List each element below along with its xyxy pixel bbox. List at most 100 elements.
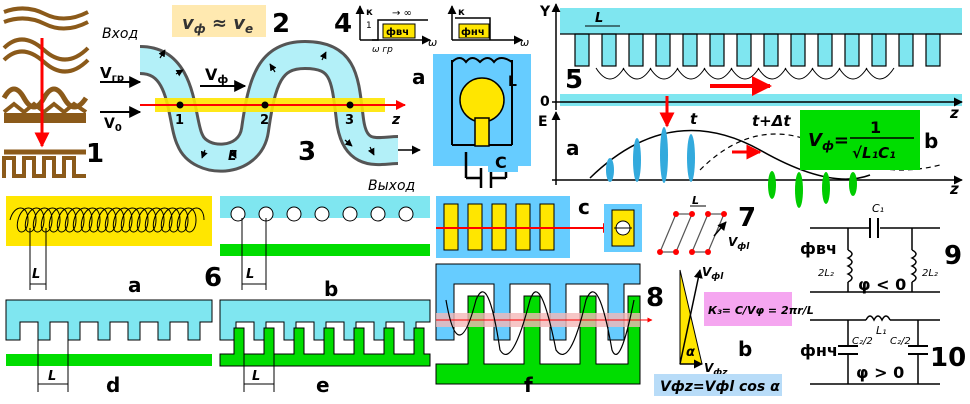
panel-5-letter-b: b xyxy=(924,129,938,153)
panel-7-helix: L Vфl 7 xyxy=(657,194,756,255)
panel-5-field-wave: E z a t t+Δt Vф= 1 √L₁C₁ b xyxy=(538,110,963,208)
v-fl-sub: фl xyxy=(737,242,750,252)
panel-a-resonator: a L C xyxy=(412,54,531,188)
z-axis-label-top: z xyxy=(949,104,959,122)
panel-8-number: 8 xyxy=(646,283,664,313)
k-label: к xyxy=(366,7,373,18)
panel-5-number: 5 xyxy=(565,65,583,95)
panel-1-number: 1 xyxy=(86,139,104,169)
point-3: 3 xyxy=(345,113,354,128)
panel-1-waveguide-profiles: 1 xyxy=(0,0,104,188)
bottom-formula: Vфz=Vфl cos α xyxy=(660,379,780,395)
panel-6-number: 6 xyxy=(204,263,222,293)
svg-text:Vгр: Vгр xyxy=(100,64,124,84)
panel-8-velocity-triangle: α Vфl Vфz 8 К₃= C/Vφ = 2πr/L b Vфz=Vфl c… xyxy=(646,265,814,396)
svg-text:Vф: Vф xyxy=(205,65,228,86)
hpf-l2a-label: 2L₂ xyxy=(818,268,834,279)
inf-label: → ∞ xyxy=(392,8,412,19)
panel-10-number: 10 xyxy=(930,343,966,373)
vf-formula-lhs: V xyxy=(808,130,824,151)
point-1: 1 xyxy=(175,113,184,128)
structure-letter-a: a xyxy=(128,273,142,297)
input-label: Вход xyxy=(102,26,138,42)
hpf-c1-label: C₁ xyxy=(872,202,884,215)
zero-label: 0 xyxy=(540,94,550,110)
e-field-label: E xyxy=(228,149,237,164)
formula-sub-f: ф xyxy=(194,22,206,36)
vf-sub: ф xyxy=(217,73,228,86)
vf-formula-eq: = xyxy=(834,130,849,151)
omega-label-1: ω xyxy=(428,36,437,49)
panel-10-lpf-circuit: фнч L₁ C₂/2 C₂/2 φ > 0 10 xyxy=(800,315,966,385)
vgr-label: V xyxy=(100,64,112,82)
v-l-label: V xyxy=(702,265,713,279)
field-lobes-blue xyxy=(606,127,695,183)
svg-text:Vфz: Vфz xyxy=(704,361,728,378)
lpf-c2a-label: C₂/2 xyxy=(852,336,873,347)
panel-2-number: 2 xyxy=(272,9,290,39)
vf-formula-den: √L₁C₁ xyxy=(852,144,896,162)
k-formula: К₃= C/Vφ = 2πr/L xyxy=(708,304,814,317)
panel-c-letter: c xyxy=(578,195,590,219)
helix-l-label: L xyxy=(692,194,699,207)
svg-text:vф ≈ ve: vф ≈ ve xyxy=(182,13,253,36)
k-label-2: к xyxy=(458,7,465,18)
structure-letter-e: e xyxy=(316,373,330,397)
lpf-phi-label: φ > 0 xyxy=(856,363,904,382)
omega-gr-label: ω гр xyxy=(372,45,393,55)
panel-6-slow-wave-structures: L a L b 6 L d L e f xyxy=(5,196,653,397)
panel-4-number: 4 xyxy=(334,9,352,39)
panel-7-number: 7 xyxy=(738,203,756,233)
panel-8-letter-b: b xyxy=(738,337,752,361)
svg-text:Vфl: Vфl xyxy=(702,265,724,282)
lpf-box-label: фнч xyxy=(461,26,485,38)
panel-5-comb-structure: Y 0 z L 5 xyxy=(539,3,963,128)
lpf-label: фнч xyxy=(800,341,838,360)
svg-text:V0: V0 xyxy=(104,116,122,134)
helix-period-l: L xyxy=(32,267,40,282)
panel-5-letter-a: a xyxy=(566,136,580,160)
structure-letter-f: f xyxy=(524,373,533,397)
z-axis-label: z xyxy=(391,112,401,128)
v0-label: V xyxy=(104,116,115,132)
z-axis-label-bottom: z xyxy=(949,180,959,198)
v-z-sub: фz xyxy=(713,368,728,378)
lpf-c2b-label: C₂/2 xyxy=(890,336,911,347)
b-period-l: L xyxy=(246,267,254,282)
resonator-letter-a: a xyxy=(412,65,426,89)
resonator-l-label: L xyxy=(508,74,517,90)
period-l-label: L xyxy=(595,11,603,26)
v-z-label: V xyxy=(704,361,715,375)
v-l-sub: фl xyxy=(711,272,724,282)
formula-v: v xyxy=(182,13,195,34)
vf-formula-num: 1 xyxy=(870,118,881,137)
d-period-l: L xyxy=(48,369,56,384)
omega-label-2: ω xyxy=(520,36,529,49)
formula-sub-e: e xyxy=(245,22,253,36)
panel-4-filter-responses: 4 фвч к 1 → ∞ ω ω гр фнч к ω xyxy=(334,5,529,55)
output-label: Выход xyxy=(368,178,415,194)
e-period-l: L xyxy=(252,369,260,384)
e-axis-label: E xyxy=(538,114,548,130)
comb-teeth xyxy=(574,33,941,67)
panel-3-number: 3 xyxy=(298,137,316,167)
formula-v2: v xyxy=(233,13,246,34)
one-label: 1 xyxy=(366,21,372,31)
alpha-label: α xyxy=(686,345,695,360)
vf-formula-sub: ф xyxy=(822,139,834,153)
panel-9-hpf-circuit: фвч C₁ 2L₂ 2L₂ φ < 0 9 xyxy=(800,202,962,294)
lpf-l1-label: L₁ xyxy=(876,324,887,337)
hpf-label: фвч xyxy=(800,239,837,258)
v0-sub: 0 xyxy=(115,123,122,134)
panel-3-serpentine-waveguide: Вход Выход Vгр Vф V0 E z 1 2 3 3 xyxy=(100,26,421,194)
formula-approx: ≈ xyxy=(206,13,234,34)
vgr-sub: гр xyxy=(112,73,124,84)
time-t-label: t xyxy=(690,110,698,128)
structure-letter-d: d xyxy=(106,373,120,397)
y-axis-label: Y xyxy=(539,4,551,20)
field-lobes-green xyxy=(768,171,857,208)
panel-c-bars: c xyxy=(436,195,642,258)
svg-text:Vфl: Vфl xyxy=(728,235,750,252)
